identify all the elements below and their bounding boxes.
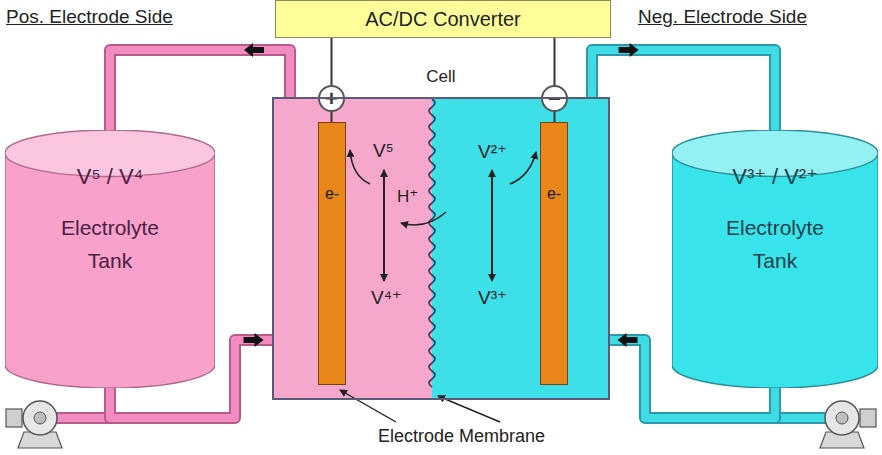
negative-electrolyte [432, 99, 608, 398]
redox-arrow [491, 170, 493, 281]
electrolyte-tank: V⁵ / V⁴ Electrolyte Tank [5, 130, 215, 388]
pump-pipe [775, 414, 826, 422]
electrode: e- [318, 122, 346, 385]
pipe-outline [592, 50, 775, 142]
wire [554, 38, 555, 85]
converter-box: AC/DC Converter [275, 0, 611, 38]
node-text: V⁵ / V⁴ [5, 164, 215, 190]
proton-arrow [401, 212, 446, 225]
electrolyte-pipe [110, 43, 290, 142]
pipe-fill [110, 50, 290, 142]
electron-arrow [510, 152, 536, 184]
flow-arrow [619, 43, 639, 57]
ion-label: V³⁺ [478, 286, 507, 309]
wire-line [554, 112, 556, 122]
side-label: Neg. Electrode Side [638, 6, 807, 28]
node-subtext: Electrolyte Tank [45, 212, 175, 277]
electrolyte-tank: V³⁺ / V²⁺ Electrolyte Tank [672, 130, 878, 388]
wire [331, 38, 332, 85]
node-text: e- [319, 185, 345, 203]
flow-arrow [244, 43, 264, 57]
pump-pipe [775, 412, 826, 424]
wire [554, 112, 555, 122]
node-text: V³⁺ / V²⁺ [672, 164, 878, 190]
ion-label: V⁵ [373, 140, 394, 162]
wire-line [331, 112, 333, 122]
node-text: Cell [274, 67, 608, 87]
pipe-fill [592, 50, 775, 142]
side-label: Pos. Electrode Side [6, 6, 173, 28]
flow-arrow [618, 333, 638, 347]
wire-line [554, 38, 556, 85]
pump [6, 401, 62, 448]
ion-label: H⁺ [397, 186, 418, 207]
pump [820, 401, 876, 448]
node-subtext: Electrolyte Tank [710, 212, 840, 277]
membrane [429, 99, 435, 387]
pump-pipe [56, 414, 110, 422]
leader-line [340, 390, 396, 422]
wire-line [331, 38, 333, 85]
node-text: e- [541, 185, 567, 203]
cell-box: Celle-e- [272, 97, 610, 400]
part-label: Electrode Membrane [378, 426, 545, 447]
ion-label: V²⁺ [478, 140, 507, 163]
pipe-outline [110, 50, 290, 142]
electrolyte-pipe [592, 43, 775, 142]
ion-label: V⁴⁺ [371, 286, 402, 309]
redox-arrow [383, 170, 385, 281]
flow-arrow [244, 333, 264, 347]
positive-electrolyte [274, 99, 432, 398]
electron-arrow [350, 150, 370, 184]
pump-pipe [56, 412, 110, 424]
node-text: AC/DC Converter [365, 8, 521, 31]
wire [331, 112, 332, 122]
electrode: e- [540, 122, 568, 385]
